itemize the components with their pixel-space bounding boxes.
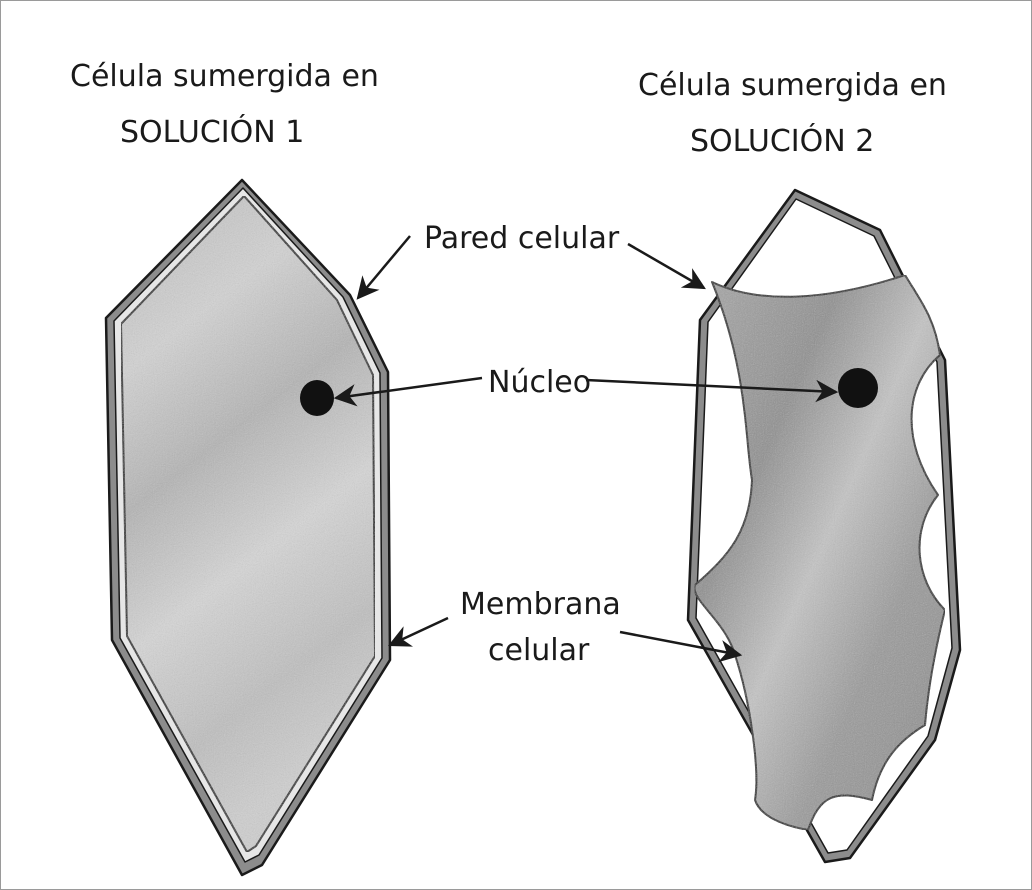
- arrow-wall-right: [628, 244, 704, 288]
- cell-right: [688, 190, 960, 862]
- title-left-line1: Célula sumergida en: [70, 59, 379, 94]
- arrow-membrane-left: [390, 618, 448, 645]
- label-nucleus: Núcleo: [488, 365, 591, 400]
- label-cell-wall: Pared celular: [424, 221, 620, 256]
- title-left-line2: SOLUCIÓN 1: [120, 113, 304, 150]
- title-right-line1: Célula sumergida en: [638, 68, 947, 103]
- arrow-wall-left: [358, 236, 410, 298]
- cell-left: [106, 180, 390, 875]
- label-membrane-line1: Membrana: [460, 587, 621, 622]
- title-right-line2: SOLUCIÓN 2: [690, 122, 874, 159]
- label-membrane-line2: celular: [488, 633, 590, 668]
- nucleus-right: [838, 368, 878, 408]
- nucleus-left: [300, 380, 334, 416]
